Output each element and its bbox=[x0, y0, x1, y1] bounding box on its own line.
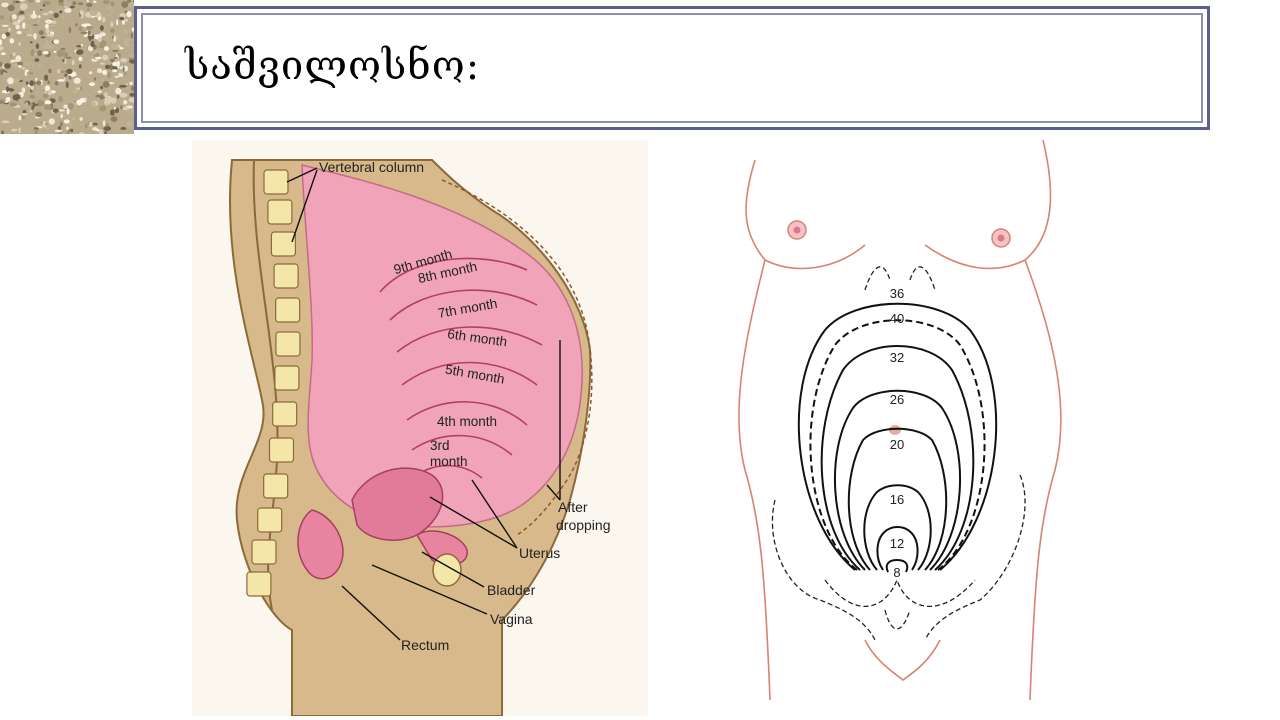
week-16-label: 16 bbox=[890, 492, 904, 507]
label-bladder: Bladder bbox=[487, 582, 536, 598]
week-20-label: 20 bbox=[890, 437, 904, 452]
title-frame-inner-border bbox=[141, 13, 1203, 123]
vertebra bbox=[246, 571, 272, 597]
label-4th-month: 4th month bbox=[437, 414, 497, 429]
uterus-growth-sagittal-diagram: Vertebral column 9th month 8th month 7th… bbox=[192, 140, 648, 716]
title-frame: საშვილოსნო: bbox=[134, 6, 1210, 130]
vertebra bbox=[251, 539, 277, 565]
week-12-label: 12 bbox=[890, 536, 904, 551]
nipple-marks bbox=[787, 220, 1011, 248]
vertebra bbox=[274, 365, 300, 391]
label-3rd-month-line1: 3rd bbox=[430, 438, 450, 453]
week-36-label: 36 bbox=[890, 286, 904, 301]
week-40-label: 40 bbox=[890, 311, 904, 326]
vertebra bbox=[268, 437, 295, 463]
stone-texture-image bbox=[0, 0, 134, 134]
label-after: After bbox=[558, 499, 588, 515]
week-32-label: 32 bbox=[890, 350, 904, 365]
label-dropping: dropping bbox=[556, 517, 611, 533]
vertebra bbox=[257, 507, 283, 533]
torso-outline bbox=[738, 140, 1062, 700]
vertebra bbox=[273, 263, 299, 289]
week-8-label: 8 bbox=[893, 565, 900, 580]
vertebra bbox=[263, 169, 289, 195]
vertebra bbox=[275, 297, 301, 323]
month-growth-arcs bbox=[379, 257, 543, 479]
navel-mark bbox=[889, 425, 901, 435]
fundal-height-contours bbox=[797, 302, 998, 573]
vertebra bbox=[263, 473, 289, 499]
vertebra bbox=[267, 199, 293, 225]
after-dropping-contour bbox=[441, 179, 593, 536]
label-uterus: Uterus bbox=[519, 545, 560, 561]
label-rectum: Rectum bbox=[401, 637, 449, 653]
label-vagina: Vagina bbox=[490, 611, 533, 627]
label-3rd-month-line2: month bbox=[430, 454, 468, 469]
slide-title: საშვილოსნო: bbox=[185, 43, 481, 89]
leader-lines bbox=[286, 167, 561, 641]
vertebra bbox=[272, 401, 298, 427]
week-26-label: 26 bbox=[890, 392, 904, 407]
skeletal-landmarks bbox=[771, 266, 1026, 641]
vertebral-column bbox=[246, 159, 301, 611]
label-vertebral-column: Vertebral column bbox=[319, 159, 424, 175]
fundal-height-weeks-diagram: 36 40 32 26 20 16 12 8 bbox=[725, 140, 1085, 700]
vertebra bbox=[275, 331, 301, 357]
diagram-background bbox=[725, 140, 1085, 700]
vertebra bbox=[270, 231, 297, 257]
